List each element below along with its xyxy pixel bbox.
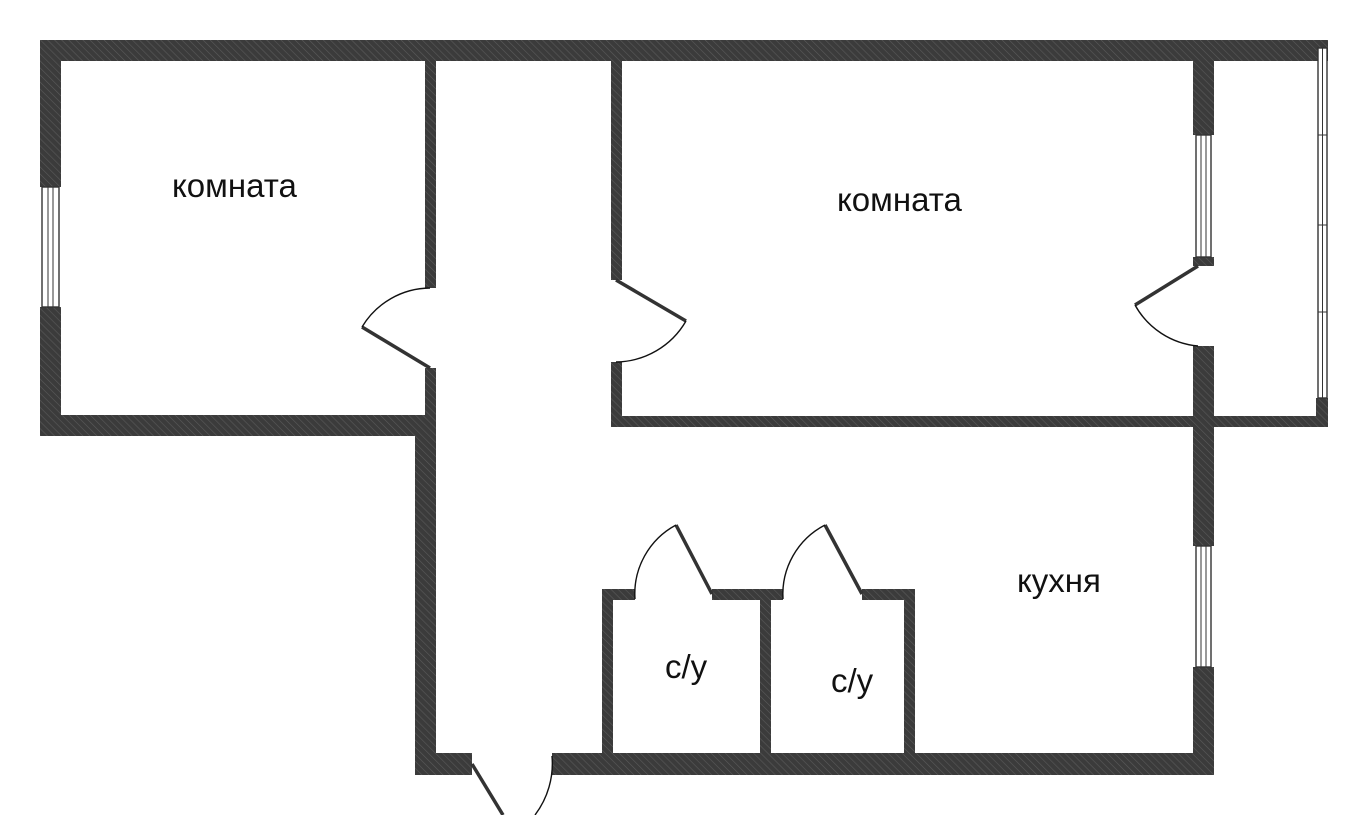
window-right-room bbox=[1195, 134, 1212, 258]
label-room-right: комната bbox=[837, 181, 962, 218]
wall-right-room-bottom bbox=[611, 416, 1328, 427]
wall-right-room-right-mid bbox=[1193, 257, 1214, 266]
window-balcony bbox=[1317, 47, 1328, 399]
wall-left-upper bbox=[40, 40, 61, 187]
wall-corridor-left bbox=[415, 415, 436, 775]
wall-kitchen-right-upper bbox=[1193, 416, 1214, 546]
wall-left-room-right-lower bbox=[425, 368, 436, 436]
door-bath-2 bbox=[782, 524, 864, 600]
wall-right-room-right-top bbox=[1193, 40, 1214, 135]
door-right-room bbox=[615, 278, 687, 363]
wall-right-room-right-bottom bbox=[1193, 346, 1214, 427]
label-kitchen: кухня bbox=[1017, 562, 1101, 599]
room-labels: комната комната кухня с/у с/у bbox=[172, 167, 1101, 699]
wall-bottom-right bbox=[552, 753, 1213, 775]
wall-kitchen-right-lower bbox=[1193, 667, 1214, 775]
door-balcony bbox=[1134, 264, 1199, 347]
wall-top bbox=[40, 40, 1328, 61]
wall-bath1-top-right bbox=[712, 589, 783, 600]
wall-balcony-right-top bbox=[1316, 40, 1328, 48]
wall-bath1-top-left bbox=[602, 589, 635, 600]
wall-bath-divider bbox=[760, 589, 771, 764]
wall-right-room-left-lower bbox=[611, 362, 622, 427]
wall-left-room-right-upper bbox=[425, 40, 436, 288]
wall-bottom-left bbox=[415, 753, 472, 775]
door-bath-1 bbox=[634, 524, 714, 600]
wall-left-lower bbox=[40, 307, 61, 436]
wall-bath2-top-right bbox=[862, 589, 915, 600]
wall-balcony-right-bottom bbox=[1316, 398, 1328, 427]
walls bbox=[40, 40, 1328, 775]
doors bbox=[361, 264, 1199, 815]
windows bbox=[41, 47, 1328, 668]
wall-right-room-left-upper bbox=[611, 40, 622, 280]
window-left-room bbox=[41, 186, 60, 308]
wall-bath2-right bbox=[904, 589, 915, 764]
wall-left-room-bottom bbox=[40, 415, 436, 436]
label-bath-1: с/у bbox=[665, 648, 708, 685]
window-kitchen bbox=[1195, 545, 1212, 668]
door-left-room bbox=[361, 287, 431, 370]
label-room-left: комната bbox=[172, 167, 297, 204]
wall-bath1-left bbox=[602, 589, 613, 764]
label-bath-2: с/у bbox=[831, 662, 874, 699]
door-entrance bbox=[470, 755, 554, 815]
